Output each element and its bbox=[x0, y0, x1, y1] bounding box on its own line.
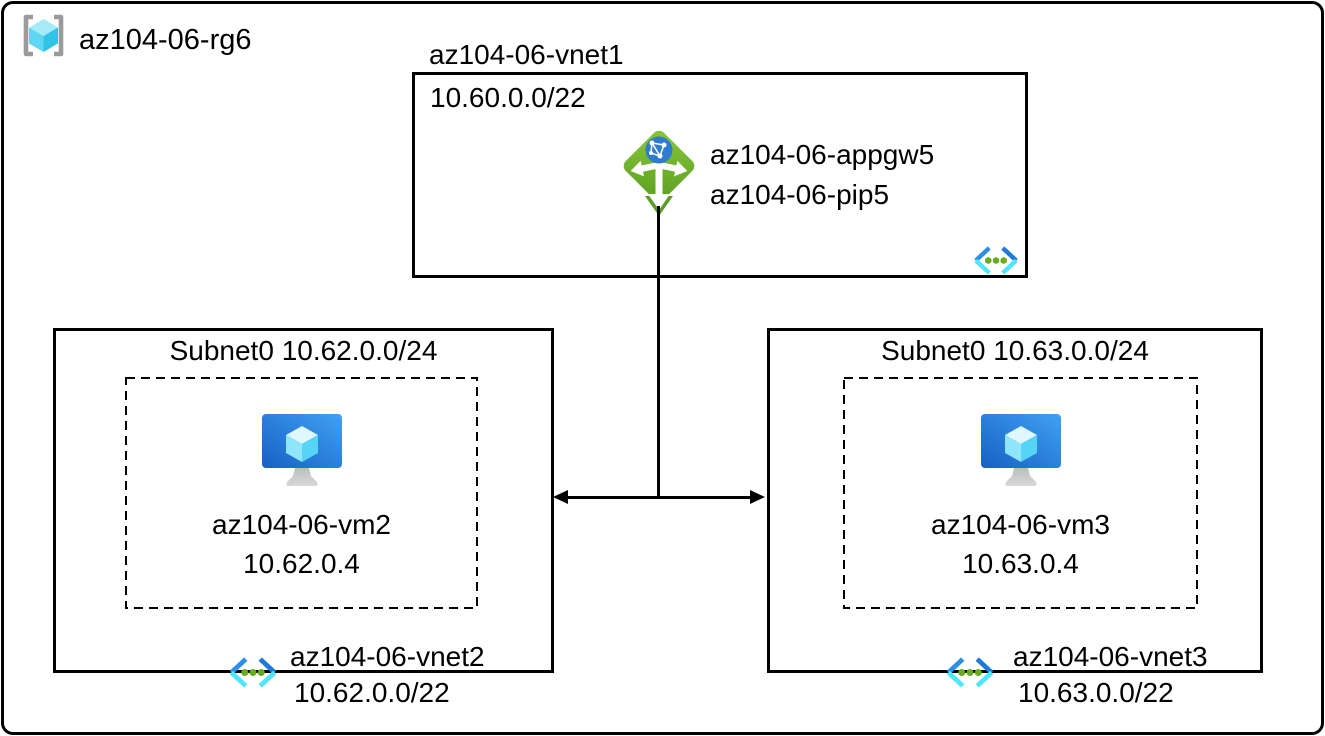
subnet0-left-boundary: az104-06-vm2 10.62.0.4 bbox=[125, 377, 478, 609]
subnet0-right-boundary: az104-06-vm3 10.63.0.4 bbox=[843, 377, 1198, 609]
vnet3-name: az104-06-vnet3 bbox=[1013, 641, 1208, 672]
gateway-connector-line bbox=[657, 206, 660, 498]
vm2-name: az104-06-vm2 bbox=[212, 509, 391, 540]
virtual-network-icon bbox=[971, 245, 1021, 276]
subnet0-left-title: Subnet0 10.62.0.0/24 bbox=[169, 335, 438, 366]
virtual-machine-icon bbox=[980, 413, 1062, 491]
vnet1-address-prefix: 10.60.0.0/22 bbox=[430, 82, 586, 113]
vnet1-box: 10.60.0.0/22 az104-06-appgw5 az104-06-pi… bbox=[412, 72, 1028, 278]
vnet3-box: Subnet0 10.63.0.0/24 az104-06-vm3 10.63.… bbox=[767, 328, 1263, 673]
vm3-ip: 10.63.0.4 bbox=[962, 548, 1079, 579]
virtual-machine-icon bbox=[261, 413, 343, 491]
application-gateway-icon bbox=[617, 124, 701, 218]
vnet3-address-prefix: 10.63.0.0/22 bbox=[1018, 677, 1174, 708]
resource-group-label: az104-06-rg6 bbox=[79, 24, 252, 56]
dashed-border bbox=[125, 377, 478, 609]
app-gateway-labels: az104-06-appgw5 az104-06-pip5 bbox=[710, 135, 934, 215]
vnet1-title: az104-06-vnet1 bbox=[429, 39, 624, 70]
virtual-network-icon bbox=[943, 656, 997, 689]
subnet0-right-title: Subnet0 10.63.0.0/24 bbox=[881, 335, 1149, 366]
vm2-ip: 10.62.0.4 bbox=[243, 548, 360, 579]
public-ip-name: az104-06-pip5 bbox=[710, 179, 890, 210]
vnet2-name: az104-06-vnet2 bbox=[290, 641, 485, 672]
peering-double-arrow bbox=[553, 490, 765, 504]
arrow-shaft bbox=[566, 495, 752, 499]
vm3-name: az104-06-vm3 bbox=[931, 509, 1110, 540]
virtual-network-icon bbox=[226, 656, 280, 689]
app-gateway-name: az104-06-appgw5 bbox=[710, 139, 935, 170]
arrowhead-right-icon bbox=[750, 490, 765, 504]
resource-group-icon bbox=[23, 14, 64, 57]
arrowhead-left-icon bbox=[553, 490, 568, 504]
vnet2-box: Subnet0 10.62.0.0/24 az104-06-vm2 10.62.… bbox=[53, 328, 554, 673]
vnet2-address-prefix: 10.62.0.0/22 bbox=[294, 677, 450, 708]
dashed-border bbox=[843, 377, 1198, 609]
